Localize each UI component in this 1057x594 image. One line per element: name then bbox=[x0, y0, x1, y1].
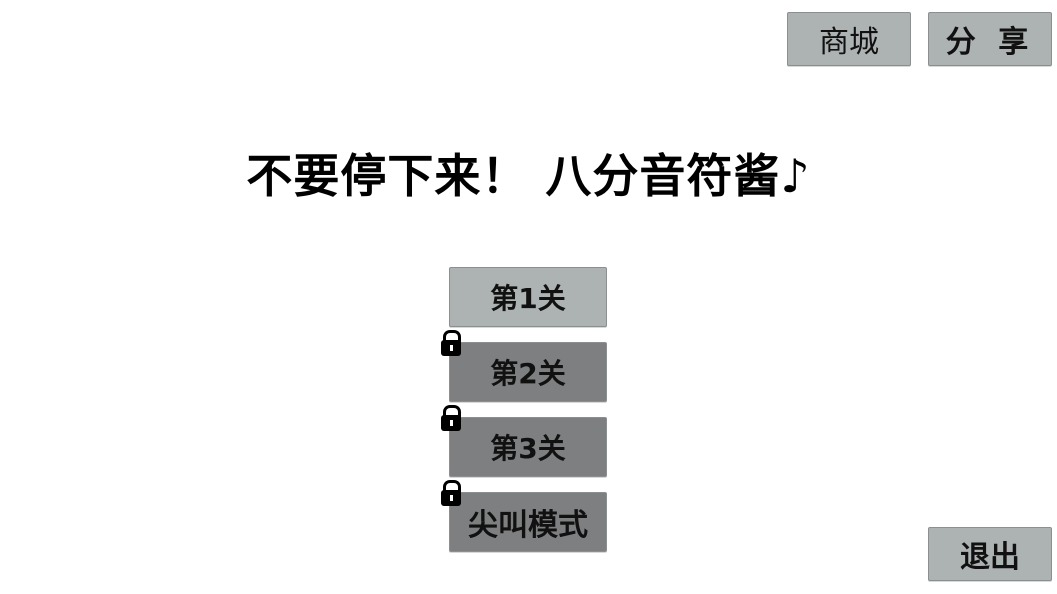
level-label: 第2关 bbox=[490, 357, 566, 390]
lock-icon bbox=[441, 330, 461, 356]
game-title: 不要停下来！ 八分音符酱♪ bbox=[246, 149, 811, 203]
lock-icon bbox=[441, 405, 461, 431]
level-2-button[interactable]: 第2关 bbox=[449, 342, 607, 402]
exit-label: 退出 bbox=[960, 540, 1020, 575]
share-button[interactable]: 分 享 bbox=[928, 12, 1052, 66]
level-3-button[interactable]: 第3关 bbox=[449, 417, 607, 477]
lock-icon bbox=[441, 480, 461, 506]
share-label: 分 享 bbox=[945, 25, 1035, 60]
level-1-button[interactable]: 第1关 bbox=[449, 267, 607, 327]
shop-button[interactable]: 商城 bbox=[787, 12, 911, 66]
level-label: 尖叫模式 bbox=[468, 508, 588, 543]
shop-label: 商城 bbox=[819, 25, 879, 60]
level-label: 第3关 bbox=[490, 432, 566, 465]
exit-button[interactable]: 退出 bbox=[928, 527, 1052, 581]
scream-mode-button[interactable]: 尖叫模式 bbox=[449, 492, 607, 552]
level-label: 第1关 bbox=[490, 282, 566, 315]
